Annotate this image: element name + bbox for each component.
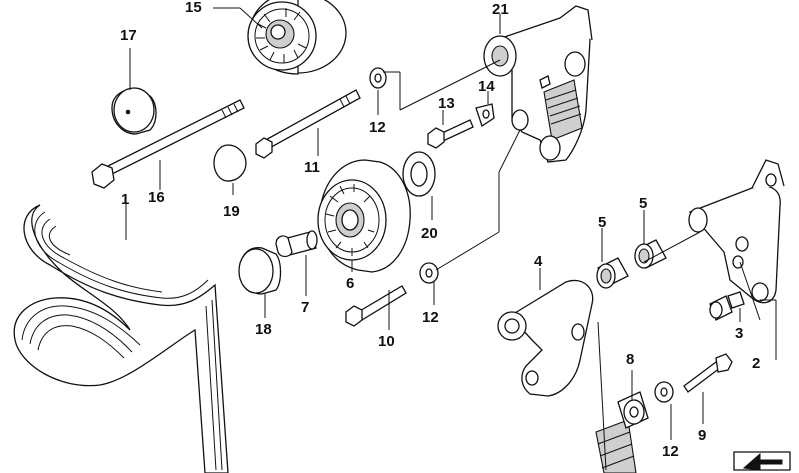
label-12a: 12 — [369, 119, 386, 136]
bushing-7 — [275, 230, 318, 258]
bolt-16 — [91, 99, 245, 189]
leader-lines — [125, 7, 777, 471]
label-12b: 12 — [422, 309, 439, 326]
cap-17 — [111, 87, 157, 135]
label-17: 17 — [120, 27, 137, 44]
bearing-5b — [634, 239, 667, 269]
label-4: 4 — [534, 253, 543, 270]
clip-14 — [475, 103, 495, 128]
drive-belt — [13, 204, 229, 473]
bearing-5a — [596, 257, 629, 289]
label-11: 11 — [304, 159, 320, 176]
bracket-2 — [688, 159, 785, 304]
label-7: 7 — [301, 299, 309, 316]
label-15: 15 — [185, 0, 202, 16]
bolt-11 — [255, 89, 361, 159]
label-5b: 5 — [639, 195, 647, 212]
label-13: 13 — [438, 95, 455, 112]
label-6: 6 — [346, 275, 354, 292]
label-14: 14 — [478, 78, 495, 95]
label-9: 9 — [698, 427, 706, 444]
label-16: 16 — [148, 189, 165, 206]
bushing-3 — [709, 291, 745, 321]
cap-19 — [213, 144, 247, 182]
label-20: 20 — [421, 225, 438, 242]
pulley-6 — [317, 159, 411, 273]
pulley-15 — [247, 0, 347, 75]
label-2: 2 — [752, 355, 760, 372]
washer-12b — [419, 262, 439, 284]
damper-8 — [595, 391, 649, 473]
bolt-10 — [345, 285, 407, 327]
label-12c: 12 — [662, 443, 679, 460]
label-19: 19 — [223, 203, 240, 220]
label-1: 1 — [121, 191, 129, 208]
label-10: 10 — [378, 333, 395, 350]
label-8: 8 — [626, 351, 634, 368]
label-5a: 5 — [598, 214, 606, 231]
label-3: 3 — [735, 325, 743, 342]
ring-20 — [402, 151, 436, 197]
tensioner-arm-4 — [497, 279, 594, 397]
cap-18 — [238, 247, 282, 295]
part-labels: 15 21 17 14 13 12 11 16 1 19 20 5 5 4 6 … — [120, 0, 760, 460]
tensioner-21 — [483, 5, 593, 163]
washer-12c — [654, 381, 674, 403]
bolt-13 — [427, 119, 474, 149]
washer-12a — [369, 67, 387, 89]
arrow-icon — [733, 451, 791, 471]
label-21: 21 — [492, 1, 509, 18]
label-18: 18 — [255, 321, 272, 338]
bolt-9 — [683, 353, 733, 393]
